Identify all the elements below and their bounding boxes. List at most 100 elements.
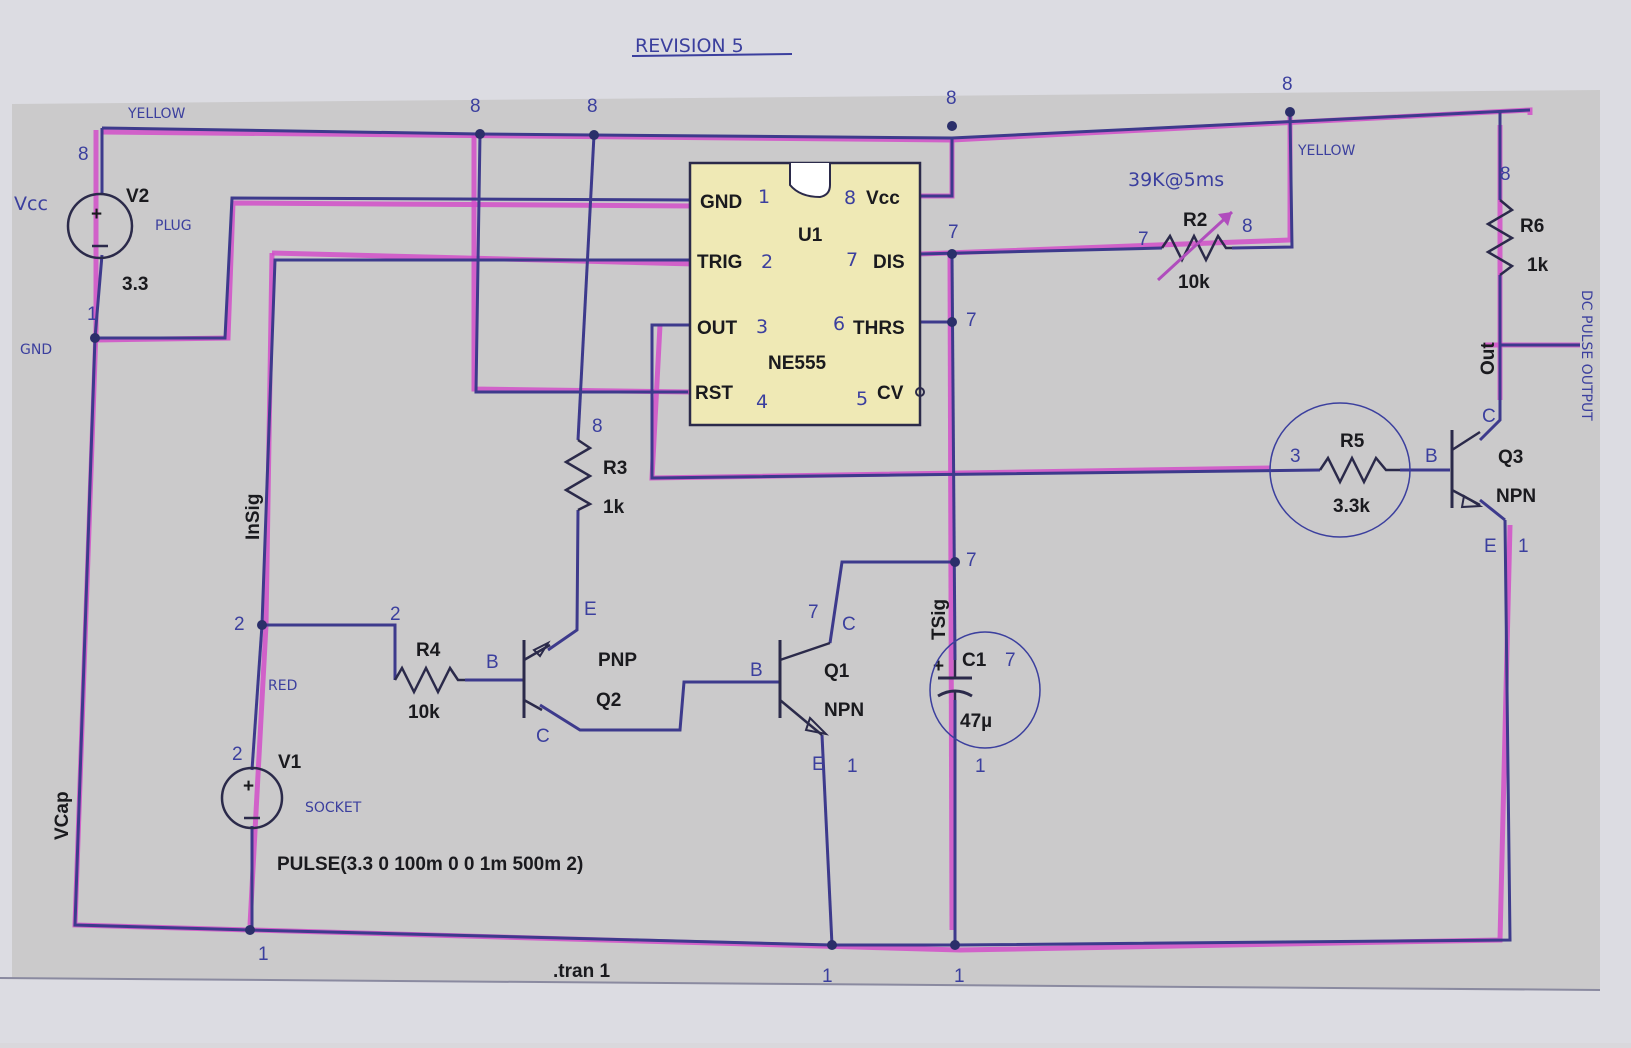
q2-type: PNP: [598, 650, 637, 671]
resistor-r5: R5 3.3k: [1269, 402, 1411, 538]
r2-arrowhead-icon: [1218, 212, 1232, 226]
resistor-r2: R2 10k 39K@5ms: [1128, 169, 1234, 293]
svg-text:1: 1: [1518, 536, 1529, 557]
r4-value: 10k: [408, 702, 440, 723]
svg-text:E: E: [812, 754, 825, 775]
svg-text:3: 3: [1290, 446, 1301, 467]
r2-ref: R2: [1183, 210, 1207, 231]
c1-value: 47µ: [960, 711, 992, 732]
svg-text:C: C: [1482, 406, 1496, 427]
pin-vcc-number: 8: [844, 187, 856, 209]
q1-ref: Q1: [824, 661, 850, 682]
c1-ref: C1: [962, 650, 987, 671]
r5-ref: R5: [1340, 431, 1365, 452]
r6-zigzag-icon: [1485, 199, 1515, 276]
r5-highlight-circle-icon: [1269, 402, 1411, 538]
wire-number-annotations: 8 1 8 8 8 8 8 7 7 7 8 8 E B C 2 2 2 7 C …: [78, 74, 1529, 987]
svg-text:1: 1: [87, 304, 98, 325]
svg-text:8: 8: [470, 96, 481, 117]
v1-plus-icon: +: [243, 776, 254, 797]
c1-highlight-circle-icon: [929, 631, 1041, 749]
svg-text:2: 2: [232, 744, 243, 765]
v1-ref: V1: [278, 752, 302, 773]
transistor-q2: PNP Q2: [522, 640, 637, 718]
v1-circle-icon: [220, 766, 284, 830]
pin-trig-number: 2: [761, 251, 773, 273]
svg-text:8: 8: [1500, 164, 1511, 185]
pin-out-label: OUT: [697, 318, 738, 339]
r5-zigzag-icon: [1318, 455, 1400, 485]
q2-ref: Q2: [596, 690, 621, 711]
title-underline: [631, 53, 793, 57]
net-label-out: Out: [1478, 342, 1499, 375]
r3-zigzag-icon: [563, 438, 593, 512]
svg-text:8: 8: [946, 88, 957, 109]
transistor-q3: Q3 NPN: [1450, 430, 1536, 509]
pin-thrs-label: THRS: [853, 318, 905, 339]
page-divider: [0, 977, 1601, 991]
r2-zigzag-icon: [1160, 233, 1232, 263]
pin-dis-label: DIS: [873, 252, 905, 273]
transistor-q1: Q1 NPN: [778, 640, 864, 736]
note-yellow-top: YELLOW: [127, 106, 186, 122]
pin-gnd-number: 1: [758, 186, 770, 208]
r2-variable-arrow-icon: [1156, 210, 1234, 282]
pin-rst-number: 4: [756, 391, 768, 413]
r2-value: 10k: [1178, 272, 1210, 293]
svg-text:7: 7: [808, 602, 819, 623]
net-label-tsig: TSig: [929, 599, 950, 640]
pin-cv-dot: [915, 387, 925, 397]
svg-text:8: 8: [1242, 216, 1253, 237]
pin-out-number: 3: [756, 316, 768, 338]
source-v1: + V1 SOCKET PULSE(3.3 0 100m 0 0 1m 500m…: [220, 752, 583, 875]
svg-text:B: B: [750, 660, 763, 681]
note-red: RED: [268, 678, 297, 694]
pin-dis-number: 7: [846, 249, 858, 271]
r2-note: 39K@5ms: [1128, 169, 1224, 191]
v2-ref: V2: [126, 186, 149, 207]
ic-notch: [789, 163, 831, 199]
svg-text:7: 7: [948, 222, 959, 243]
svg-text:8: 8: [587, 96, 598, 117]
ic-body: [688, 161, 922, 427]
svg-text:C: C: [842, 614, 856, 635]
r4-zigzag-icon: [393, 665, 465, 695]
schematic-area: [12, 90, 1600, 990]
svg-text:8: 8: [1282, 74, 1293, 95]
resistor-r6: R6 1k: [1485, 199, 1549, 276]
q3-type: NPN: [1496, 486, 1536, 507]
q2-arrow-icon: [532, 640, 551, 658]
svg-text:7: 7: [1005, 650, 1016, 671]
pin-cv-label: CV: [877, 383, 904, 404]
svg-text:E: E: [1484, 536, 1497, 557]
capacitor-c1: + C1 47µ: [929, 631, 1041, 749]
svg-text:1: 1: [975, 756, 986, 777]
ic-ref: U1: [798, 225, 823, 246]
wires: [73, 108, 1580, 947]
pin-gnd-label: GND: [700, 192, 742, 213]
r6-ref: R6: [1520, 216, 1544, 237]
q3-arrow-icon: [1460, 494, 1484, 509]
ic-u1: U1 NE555 GND TRIG OUT RST Vcc DIS THRS C…: [688, 161, 925, 427]
revision-title: REVISION 5: [635, 35, 744, 57]
svg-text:1: 1: [847, 756, 858, 777]
net-label-vcap: VCap: [52, 791, 73, 840]
r5-value: 3.3k: [1333, 496, 1370, 517]
q1-arrow-icon: [804, 716, 830, 736]
v1-value: PULSE(3.3 0 100m 0 0 1m 500m 2): [277, 854, 583, 875]
resistor-r3: R3 1k: [563, 438, 627, 518]
r6-value: 1k: [1527, 255, 1549, 276]
pin-vcc-label: Vcc: [866, 188, 900, 209]
v1-note: SOCKET: [305, 800, 362, 816]
note-output: DC PULSE OUTPUT: [1578, 290, 1594, 421]
svg-text:7: 7: [966, 550, 977, 571]
r3-value: 1k: [603, 497, 625, 518]
svg-text:8: 8: [592, 416, 603, 437]
svg-text:C: C: [536, 726, 550, 747]
svg-text:B: B: [486, 652, 499, 673]
q3-ref: Q3: [1498, 447, 1523, 468]
junction-dots: [90, 107, 1295, 950]
c1-plate-bottom-icon: [937, 689, 973, 698]
